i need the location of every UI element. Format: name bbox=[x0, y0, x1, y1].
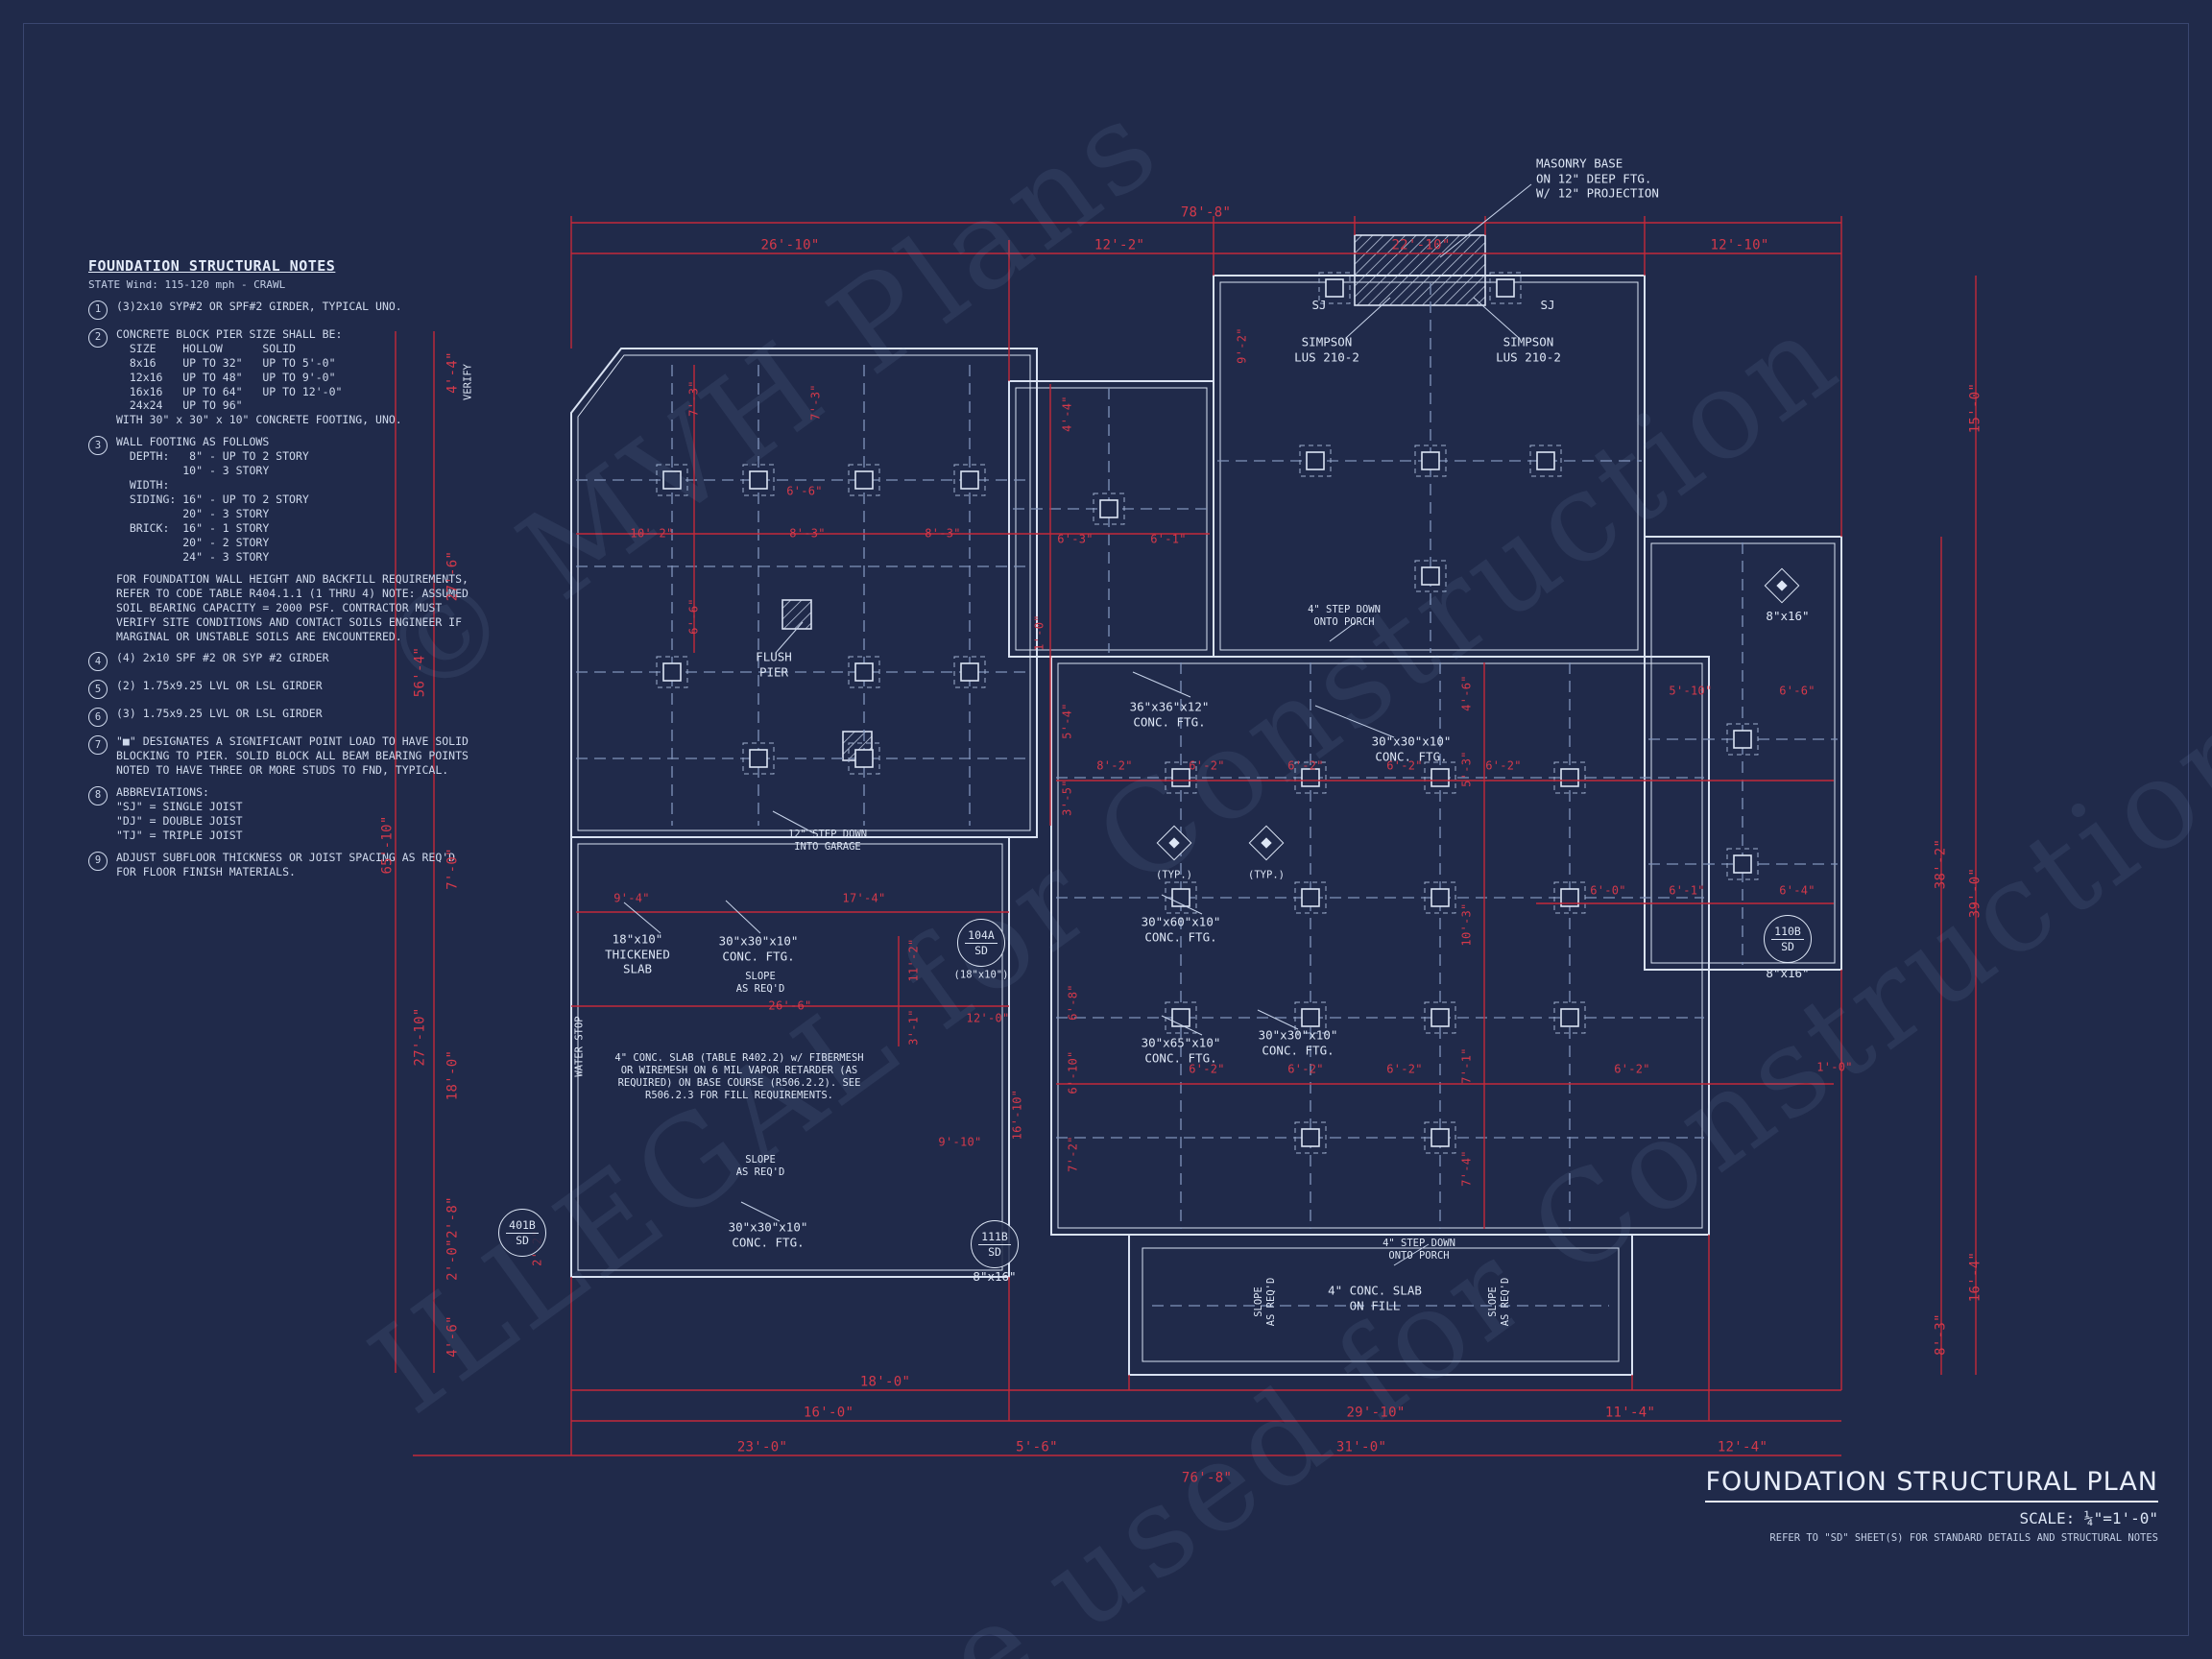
detail-callout: 104A SD bbox=[957, 919, 1005, 967]
callout-id: 110B bbox=[1771, 925, 1804, 940]
callout-sheet: SD bbox=[974, 943, 988, 957]
note-text: (2) 1.75x9.25 LVL OR LSL GIRDER bbox=[116, 679, 323, 693]
callout-id: 104A bbox=[965, 928, 998, 944]
note-number: 2 bbox=[88, 327, 108, 348]
callout-sheet: SD bbox=[988, 1244, 1001, 1259]
walls-layer bbox=[570, 275, 1842, 1376]
note-number: 7 bbox=[88, 735, 108, 756]
callout-id: 401B bbox=[506, 1218, 539, 1234]
note-item: 9 ADJUST SUBFLOOR THICKNESS OR JOIST SPA… bbox=[88, 851, 478, 879]
note-number: 4 bbox=[88, 652, 108, 672]
note-number: 9 bbox=[88, 852, 108, 872]
note-text: "■" DESIGNATES A SIGNIFICANT POINT LOAD … bbox=[116, 734, 475, 778]
note-number: 6 bbox=[88, 708, 108, 728]
note-text: (3) 1.75x9.25 LVL OR LSL GIRDER bbox=[116, 707, 323, 721]
note-text: ADJUST SUBFLOOR THICKNESS OR JOIST SPACI… bbox=[116, 851, 463, 878]
detail-callout: 110B SD bbox=[1764, 915, 1812, 963]
notes-subtitle: STATE Wind: 115-120 mph - CRAWL bbox=[88, 277, 286, 291]
sheet-title: FOUNDATION STRUCTURAL PLAN bbox=[1705, 1467, 2158, 1503]
note-number: 1 bbox=[88, 300, 108, 320]
note-item: 4 (4) 2x10 SPF #2 OR SYP #2 GIRDER bbox=[88, 651, 478, 672]
note-item: 2 CONCRETE BLOCK PIER SIZE SHALL BE: SIZ… bbox=[88, 327, 478, 428]
callout-sheet: SD bbox=[516, 1233, 529, 1247]
notes-title: FOUNDATION STRUCTURAL NOTES bbox=[88, 257, 336, 275]
dimension-lines-layer bbox=[395, 216, 1977, 1456]
leader-lines-layer bbox=[623, 183, 1532, 1266]
detail-callout: 111B SD bbox=[971, 1220, 1019, 1268]
note-item: 6 (3) 1.75x9.25 LVL OR LSL GIRDER bbox=[88, 707, 478, 728]
note-item: 8 ABBREVIATIONS: "SJ" = SINGLE JOIST "DJ… bbox=[88, 785, 478, 843]
note-text: ABBREVIATIONS: "SJ" = SINGLE JOIST "DJ" … bbox=[116, 785, 243, 843]
sheet-note: REFER TO "SD" SHEET(S) FOR STANDARD DETA… bbox=[1769, 1532, 2158, 1544]
sheet-scale: SCALE: ¼"=1'-0" bbox=[2019, 1509, 2159, 1527]
note-text: FOR FOUNDATION WALL HEIGHT AND BACKFILL … bbox=[116, 571, 475, 643]
structural-notes-panel: FOUNDATION STRUCTURAL NOTES STATE Wind: … bbox=[88, 257, 478, 879]
callout-id: 111B bbox=[978, 1230, 1011, 1245]
note-item: 7 "■" DESIGNATES A SIGNIFICANT POINT LOA… bbox=[88, 734, 478, 778]
note-item: FOR FOUNDATION WALL HEIGHT AND BACKFILL … bbox=[88, 572, 478, 644]
note-number: 3 bbox=[88, 436, 108, 456]
note-text: (4) 2x10 SPF #2 OR SYP #2 GIRDER bbox=[116, 651, 329, 665]
detail-callout: 401B SD bbox=[498, 1209, 546, 1257]
masonry-hatch bbox=[781, 234, 1486, 761]
note-number: 5 bbox=[88, 680, 108, 700]
note-item: 1 (3)2x10 SYP#2 OR SPF#2 GIRDER, TYPICAL… bbox=[88, 300, 478, 320]
note-text: (3)2x10 SYP#2 OR SPF#2 GIRDER, TYPICAL U… bbox=[116, 299, 402, 313]
callout-sheet: SD bbox=[1781, 939, 1794, 953]
title-block: FOUNDATION STRUCTURAL PLAN SCALE: ¼"=1'-… bbox=[1705, 1467, 2158, 1544]
note-item: 3 WALL FOOTING AS FOLLOWS DEPTH: 8" - UP… bbox=[88, 435, 478, 564]
note-number: 8 bbox=[88, 786, 108, 806]
note-item: 5 (2) 1.75x9.25 LVL OR LSL GIRDER bbox=[88, 679, 478, 700]
note-text: CONCRETE BLOCK PIER SIZE SHALL BE: SIZE … bbox=[116, 326, 402, 427]
note-text: WALL FOOTING AS FOLLOWS DEPTH: 8" - UP T… bbox=[116, 435, 309, 564]
